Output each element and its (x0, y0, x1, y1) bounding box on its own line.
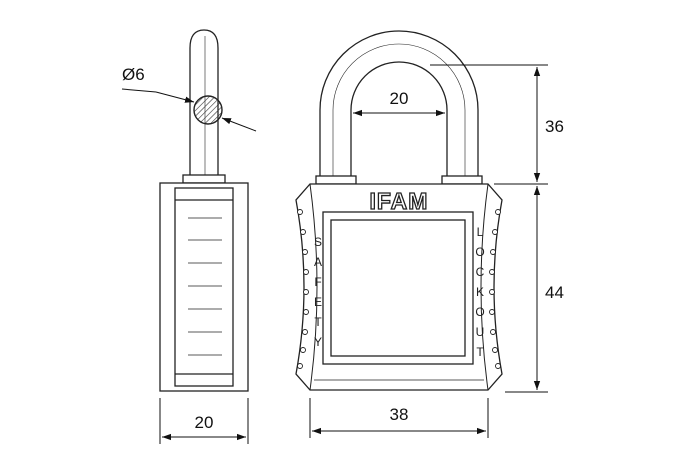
front-shackle-highlight (332, 43, 466, 178)
brand-logo: IFAM (370, 188, 429, 214)
label-frame-outer (322, 211, 474, 365)
safety-text: S A F E T Y (314, 235, 322, 349)
front-view (295, 30, 503, 391)
front-body-right-bevel (480, 183, 489, 391)
body-height-label: 44 (545, 283, 564, 302)
lockout-letter: O (475, 305, 484, 319)
shackle-section (193, 95, 223, 125)
side-bumps-left (297, 209, 309, 369)
diameter-label: Ø6 (122, 65, 145, 84)
safety-letter: S (314, 235, 322, 249)
lockout-letter: U (476, 325, 485, 339)
shackle-height-label: 36 (545, 117, 564, 136)
side-body-inner (174, 187, 234, 387)
side-bumps-right (489, 209, 501, 369)
body-width-dimension (309, 398, 489, 438)
lockout-letter: L (477, 225, 484, 239)
lockout-letter: O (475, 245, 484, 259)
side-collar (182, 174, 226, 184)
safety-letter: A (314, 255, 322, 269)
safety-letter: E (314, 295, 322, 309)
depth-dimension (159, 398, 249, 444)
front-shackle (319, 30, 479, 181)
lockout-text: L O C K O U T (475, 225, 484, 359)
lockout-letter: T (476, 345, 484, 359)
lockout-letter: K (476, 285, 484, 299)
body-width-label: 38 (390, 405, 409, 424)
lockout-letter: C (476, 265, 485, 279)
safety-letter: Y (314, 335, 322, 349)
right-extension-lines (430, 64, 548, 393)
front-body-left-bevel (309, 183, 318, 391)
side-view (159, 29, 249, 392)
inner-width-label: 20 (390, 89, 409, 108)
depth-label: 20 (195, 413, 214, 432)
safety-letter: T (314, 315, 322, 329)
front-collar-left (315, 175, 357, 185)
front-collar-right (441, 175, 483, 185)
front-body (295, 183, 503, 391)
safety-letter: F (314, 275, 321, 289)
diameter-dimension (121, 88, 257, 132)
label-frame-inner (330, 219, 466, 357)
side-ribs (188, 217, 222, 356)
